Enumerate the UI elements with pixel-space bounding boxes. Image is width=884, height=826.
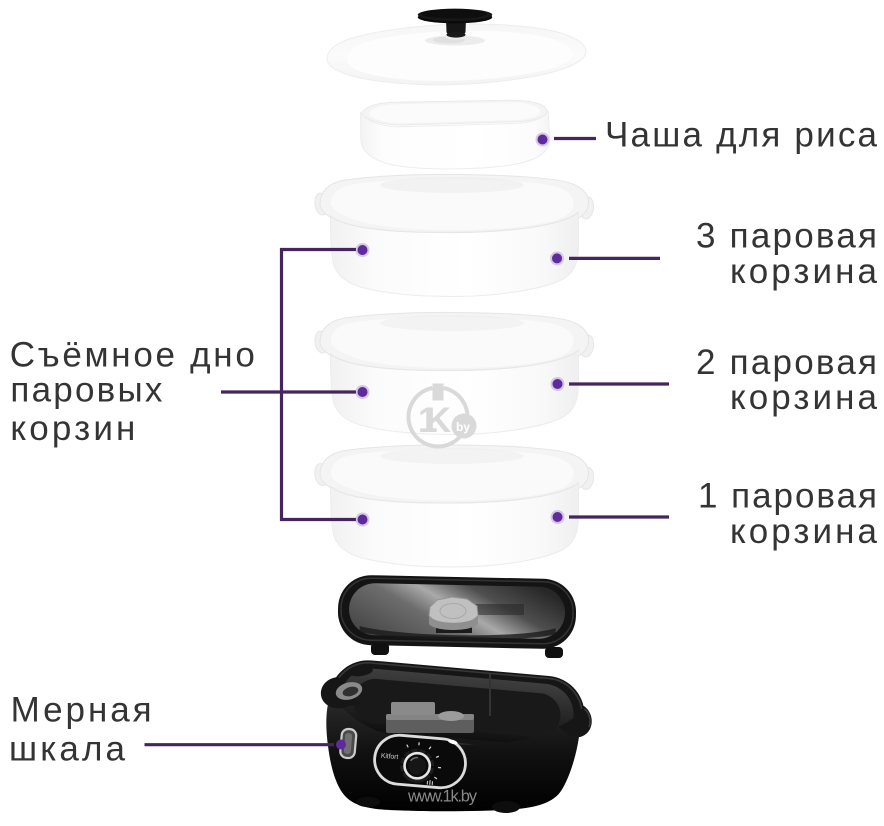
svg-text:корзина: корзина — [730, 378, 878, 417]
svg-text:by: by — [456, 420, 470, 434]
svg-text:корзина: корзина — [730, 512, 878, 551]
svg-text:корзин: корзин — [10, 409, 135, 448]
svg-text:Съёмное дно: Съёмное дно — [10, 336, 255, 375]
svg-text:3 паровая: 3 паровая — [696, 217, 877, 256]
svg-text:Чаша для риса: Чаша для риса — [605, 115, 878, 154]
svg-text:шкала: шкала — [9, 729, 126, 768]
svg-text:Мерная: Мерная — [11, 691, 152, 730]
svg-text:www.1k.by: www.1k.by — [407, 788, 478, 806]
svg-text:2 паровая: 2 паровая — [696, 343, 877, 382]
svg-text:1 паровая: 1 паровая — [698, 477, 877, 516]
svg-text:корзина: корзина — [730, 252, 878, 291]
svg-text:паровых: паровых — [10, 371, 163, 410]
svg-text:Kitfort: Kitfort — [381, 753, 399, 761]
svg-text:1K: 1K — [418, 400, 451, 440]
